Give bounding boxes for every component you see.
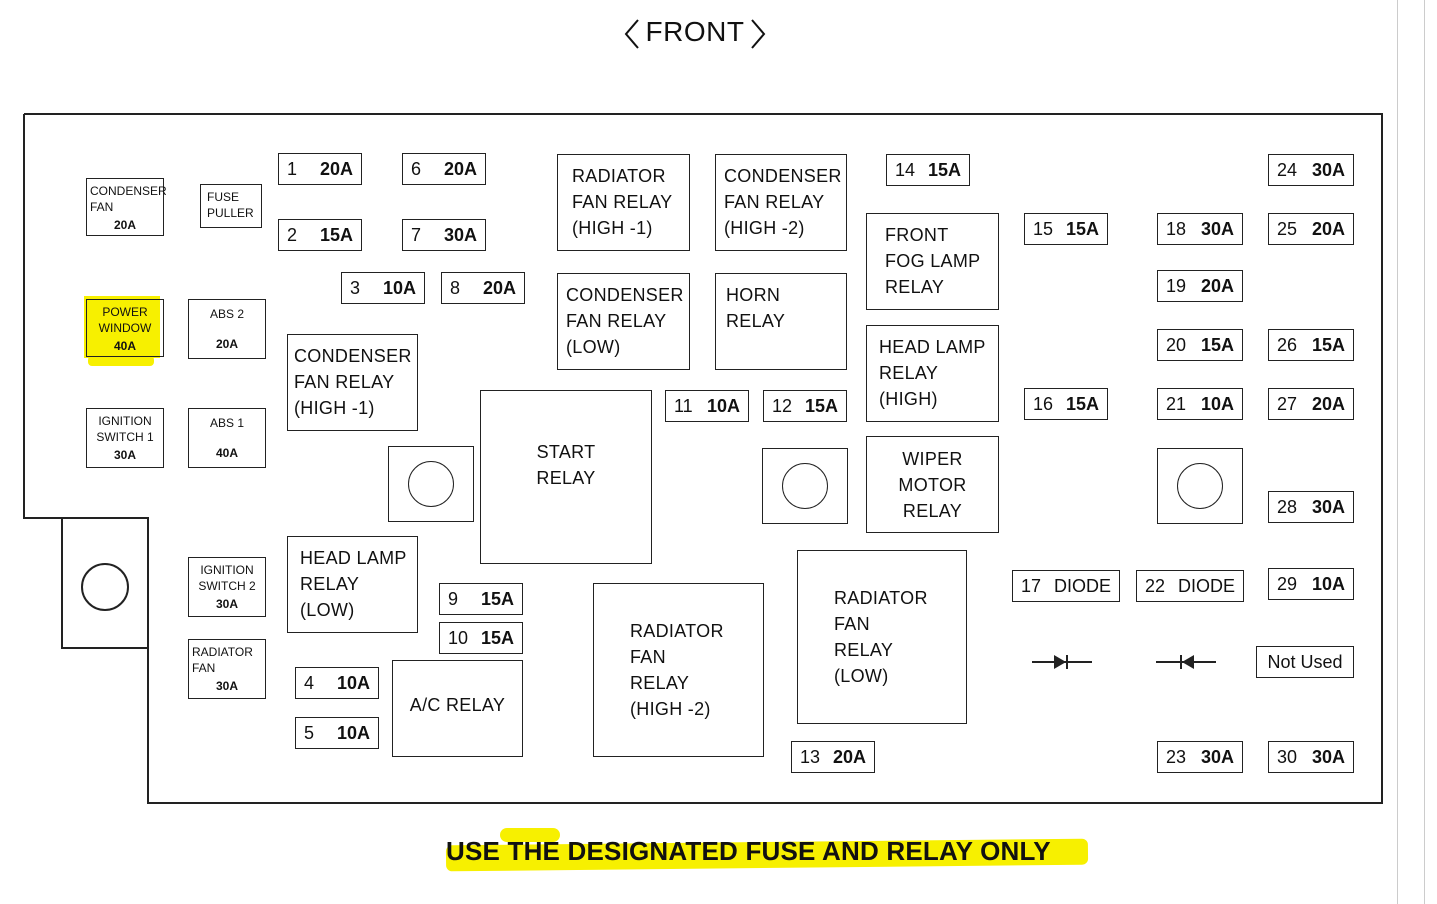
ignition-switch1-fuse: IGNITION SWITCH 1 30A [86, 408, 164, 468]
round-holder [762, 448, 848, 524]
ac-relay: A/C RELAY [392, 660, 523, 757]
power-window-fuse: POWER WINDOW 40A [86, 299, 164, 357]
radiator-fan-relay-high2: RADIATOR FAN RELAY (HIGH -2) [593, 583, 764, 757]
ignition-switch2-fuse: IGNITION SWITCH 2 30A [188, 557, 266, 617]
page-title: FRONT [645, 16, 745, 47]
head-lamp-relay-low: HEAD LAMP RELAY (LOW) [287, 536, 418, 633]
condenser-fan-relay-low: CONDENSER FAN RELAY (LOW) [557, 273, 690, 370]
circle-icon [408, 461, 454, 507]
horn-relay: HORN RELAY [715, 273, 847, 370]
condenser-fan-fuse: CONDENSER FAN 20A [86, 178, 167, 236]
condenser-fan-relay-high2: CONDENSER FAN RELAY (HIGH -2) [715, 154, 847, 251]
circle-icon [782, 463, 828, 509]
condenser-fan-relay-high1: CONDENSER FAN RELAY (HIGH -1) [287, 334, 418, 431]
radiator-fan-fuse: RADIATOR FAN 30A [188, 639, 266, 699]
start-relay: START RELAY [480, 390, 652, 564]
front-arrows [624, 19, 766, 49]
not-used-slot: Not Used [1256, 646, 1354, 678]
abs1-fuse: ABS 1 40A [188, 408, 266, 468]
round-holder [388, 446, 474, 522]
round-holder [1157, 448, 1243, 524]
warning-highlight [500, 828, 560, 842]
scan-edge-line [1397, 0, 1398, 904]
circle-icon [1177, 463, 1223, 509]
scan-edge-line [1424, 0, 1425, 904]
diode-symbol-icon [1032, 655, 1092, 669]
radiator-fan-relay-low: RADIATOR FAN RELAY (LOW) [797, 550, 967, 724]
abs2-fuse: ABS 2 20A [188, 299, 266, 359]
front-fog-lamp-relay: FRONT FOG LAMP RELAY [866, 213, 999, 310]
radiator-fan-relay-high1: RADIATOR FAN RELAY (HIGH -1) [557, 154, 690, 251]
head-lamp-relay-high: HEAD LAMP RELAY (HIGH) [866, 325, 999, 422]
warning-text: USE THE DESIGNATED FUSE AND RELAY ONLY [446, 836, 1051, 866]
power-window-highlight [88, 356, 154, 366]
wiper-motor-relay: WIPER MOTOR RELAY [866, 436, 999, 533]
power-window-highlight [84, 296, 160, 358]
fuse-puller: FUSE PULLER [200, 184, 262, 228]
diode-symbol-icon [1156, 655, 1216, 669]
